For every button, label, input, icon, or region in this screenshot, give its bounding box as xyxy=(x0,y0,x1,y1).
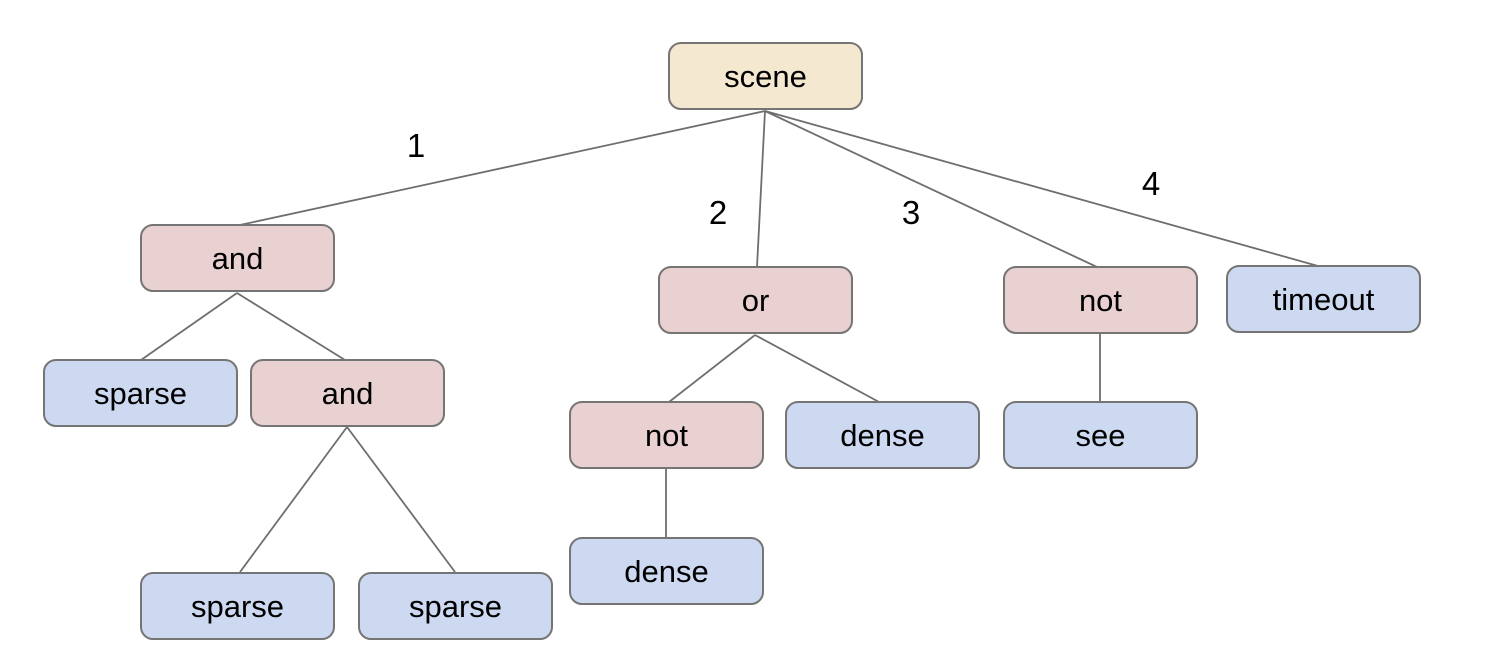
edge-or-not xyxy=(668,334,756,403)
node-sparse-2: sparse xyxy=(140,572,335,640)
edge-scene-and xyxy=(239,110,766,226)
edge-scene-or xyxy=(756,110,766,268)
edge-and-and xyxy=(236,292,346,361)
node-not: not xyxy=(1003,266,1198,334)
node-dense-1: dense xyxy=(785,401,980,469)
edge-label-4: 4 xyxy=(1141,165,1161,202)
node-timeout: timeout xyxy=(1226,265,1421,333)
node-not-inner: not xyxy=(569,401,764,469)
edge-scene-timeout xyxy=(764,110,1319,267)
edge-and2-sparse1 xyxy=(239,426,348,573)
node-sparse-1: sparse xyxy=(43,359,238,427)
node-sparse-3: sparse xyxy=(358,572,553,640)
edge-label-3: 3 xyxy=(901,194,921,231)
edge-scene-not xyxy=(764,110,1098,268)
edge-and-sparse xyxy=(140,292,238,361)
node-scene: scene xyxy=(668,42,863,110)
node-or: or xyxy=(658,266,853,334)
edge-or-dense xyxy=(754,334,880,403)
node-and: and xyxy=(140,224,335,292)
node-see: see xyxy=(1003,401,1198,469)
edge-and2-sparse2 xyxy=(346,426,456,573)
edge-label-2: 2 xyxy=(708,194,728,231)
node-and-inner: and xyxy=(250,359,445,427)
node-dense-2: dense xyxy=(569,537,764,605)
edge-label-1: 1 xyxy=(406,127,426,164)
